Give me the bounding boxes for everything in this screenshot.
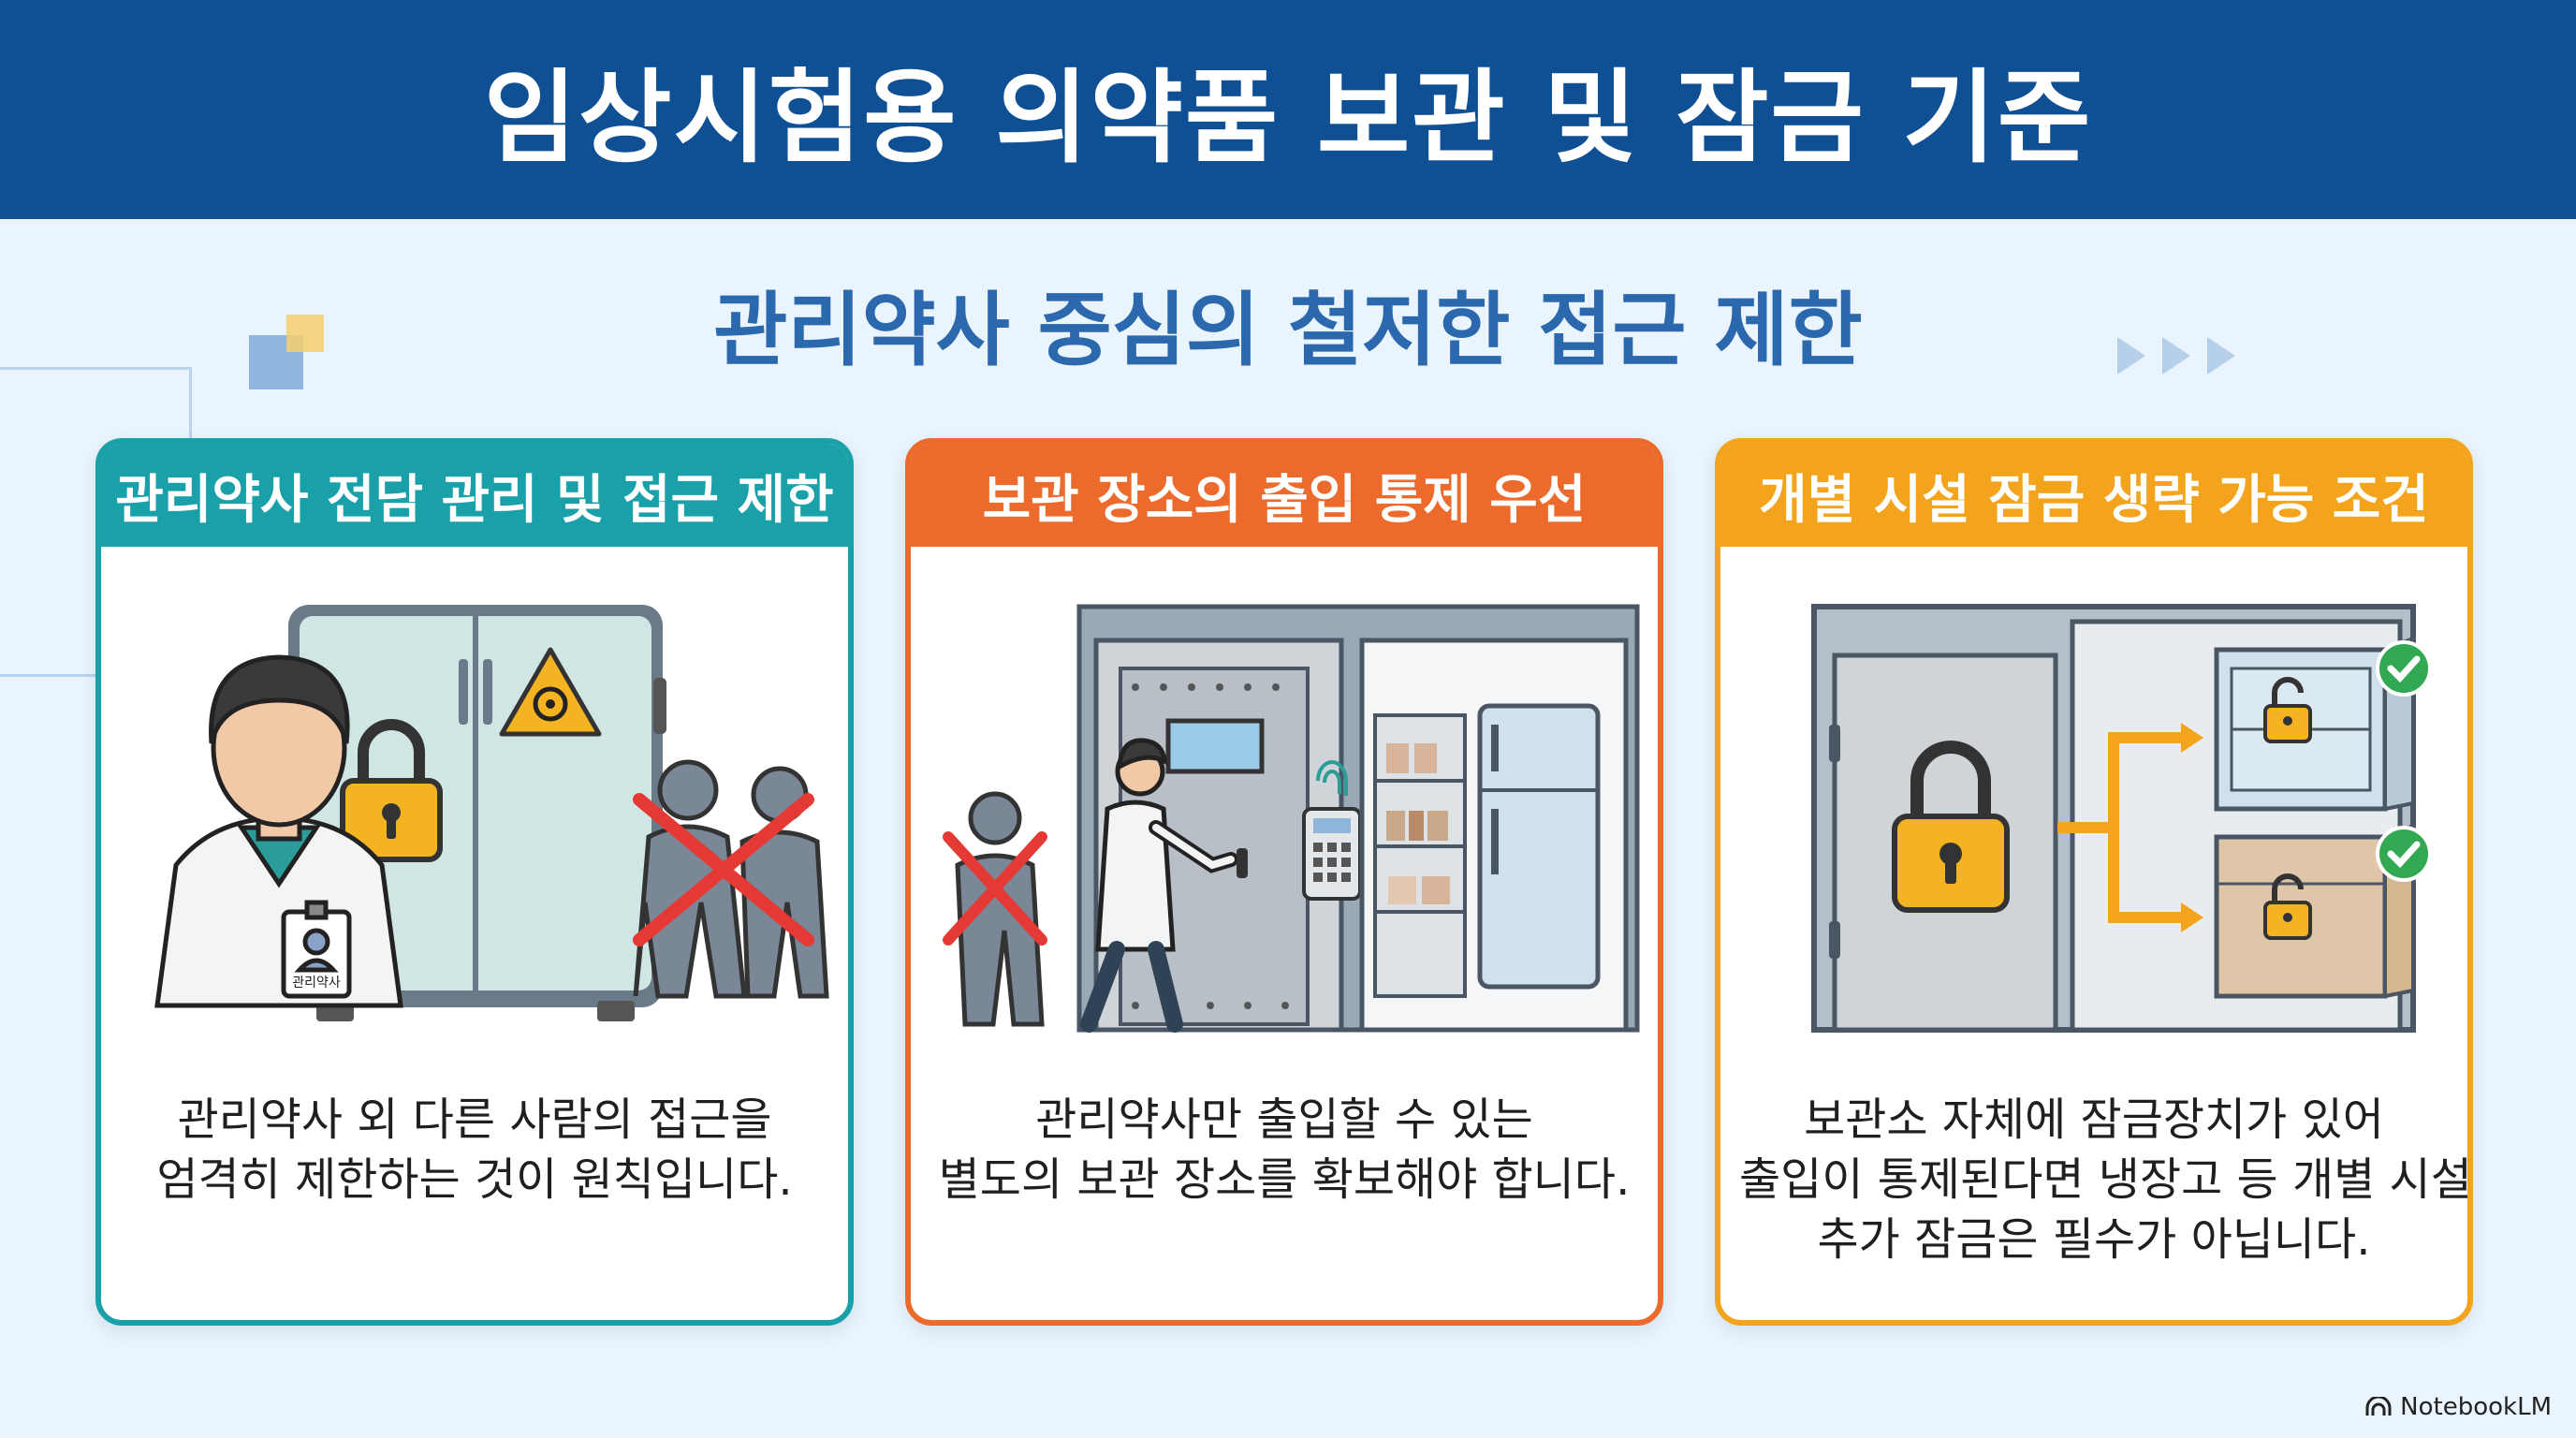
lock-exemption-illustration [1811,604,2432,1033]
card-description-line: 보관소 자체에 잠금장치가 있어 [1804,1093,2384,1146]
notebooklm-watermark: NotebookLM [2364,1393,2552,1421]
card-description-line: 관리약사만 출입할 수 있는 [1035,1093,1533,1146]
page-title: 임상시험용 의약품 보관 및 잠금 기준 [483,60,2093,177]
card-description: 관리약사만 출입할 수 있는 별도의 보관 장소를 확보해야 합니다. [929,1090,1639,1210]
card-lock-exemption: 개별 시설 잠금 생략 가능 조건 [1715,438,2473,1326]
card-description-line: 추가 잠금은 필수가 아닙니다. [1817,1213,2371,1266]
title-banner: 임상시험용 의약품 보관 및 잠금 기준 [0,0,2576,219]
card-pharmacist-access: 관리약사 전담 관리 및 접근 제한 [95,438,854,1326]
card-heading: 관리약사 전담 관리 및 접근 제한 [115,469,834,531]
card-heading-bar: 관리약사 전담 관리 및 접근 제한 [101,444,848,547]
card-heading: 보관 장소의 출입 통제 우선 [982,469,1587,531]
decor-arrows [2117,337,2235,374]
badge-label: 관리약사 [292,976,341,990]
card-description-line: 관리약사 외 다른 사람의 접근을 [177,1093,772,1146]
decor-line [0,367,191,370]
decor-square [286,315,324,352]
card-heading-bar: 보관 장소의 출입 통제 우선 [911,444,1658,547]
locked-cabinet-illustration: 관리약사 [154,605,829,1021]
restricted-room-illustration [943,604,1640,1033]
card-description-line: 별도의 보관 장소를 확보해야 합니다. [938,1153,1631,1206]
card-storage-entry-control: 보관 장소의 출입 통제 우선 [905,438,1663,1326]
card-description-line: 엄격히 제한하는 것이 원칙입니다. [156,1153,793,1206]
card-description-line: 출입이 통제된다면 냉장고 등 개별 시설의 [1739,1153,2473,1206]
watermark-text: NotebookLM [2400,1393,2552,1421]
card-heading: 개별 시설 잠금 생략 가능 조건 [1759,469,2429,531]
card-heading-bar: 개별 시설 잠금 생략 가능 조건 [1720,444,2467,547]
page-subtitle: 관리약사 중심의 철저한 접근 제한 [713,284,1863,377]
card-description: 관리약사 외 다른 사람의 접근을 엄격히 제한하는 것이 원칙입니다. [120,1090,829,1210]
card-description: 보관소 자체에 잠금장치가 있어 출입이 통제된다면 냉장고 등 개별 시설의 … [1739,1090,2473,1269]
notebooklm-logo-icon [2365,1397,2392,1416]
